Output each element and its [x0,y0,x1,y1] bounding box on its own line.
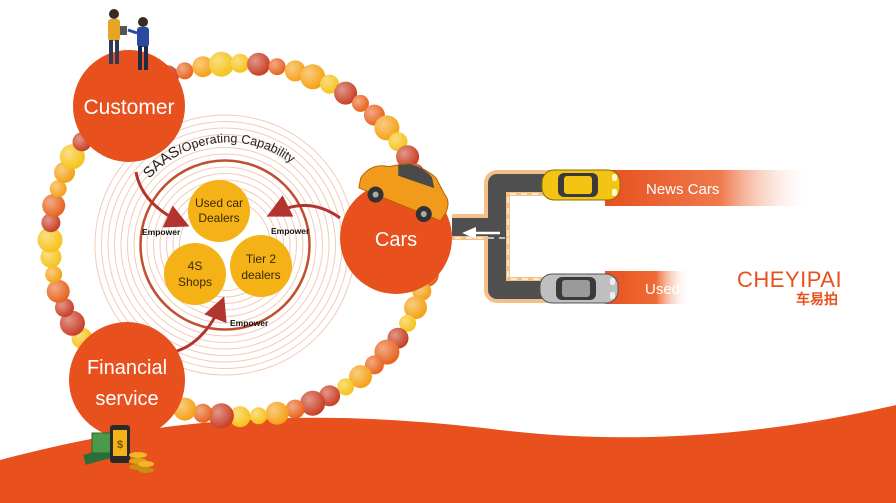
news-cars-bar [605,170,815,206]
node-4s-shops: 4S Shops [164,243,226,305]
used-cars-label: Used Cars [645,281,716,298]
4s-shops-line2: Shops [178,275,212,289]
tier2-dealers-line1: Tier 2 [246,252,277,266]
financial-service-line1: Financial [87,357,167,379]
ring-bead-highlight [250,407,268,425]
empower-label-right: Empower [271,226,310,236]
ring-bead-highlight [208,403,234,429]
ring-bead-highlight [247,52,271,76]
4s-shops-line1: 4S [188,259,203,273]
ring-bead-highlight [230,53,250,73]
empower-arrow-bottom [172,296,227,354]
ring-bead-highlight [396,145,420,169]
ring-bead-highlight [337,378,355,396]
cars-label: Cars [375,229,417,251]
ring-bead-highlight [55,298,74,318]
ring-bead-highlight [46,279,70,303]
ring-bead-highlight [349,365,372,389]
financial-service-line2: service [95,388,158,410]
ring-bead-highlight [42,194,66,217]
ring-bead-highlight [300,64,326,90]
ring-bead-highlight [41,213,61,233]
ring-bead-highlight [192,56,214,78]
used-car-dealers-line2: Dealers [198,211,239,225]
ring-bead-highlight [399,314,417,332]
dollar-glyph: $ [117,439,123,451]
yellow-car-icon [541,169,621,201]
ring-bead-highlight [40,246,62,268]
ring-bead-highlight [49,180,67,198]
ring-bead-highlight [404,296,427,320]
node-customer: Customer [73,50,185,162]
news-cars-label: News Cars [646,181,719,198]
node-tier2-dealers: Tier 2 dealers [230,235,292,297]
bottom-wave [0,405,896,503]
ring-bead-highlight [265,401,289,425]
ring-bead-highlight [352,94,369,112]
customer-label: Customer [83,96,174,119]
grey-car-icon [539,273,619,304]
ring-bead-highlight [285,399,305,419]
ring-bead-highlight [229,406,251,428]
brand-chinese: 车易拍 [796,291,838,308]
ring-bead-highlight [45,266,63,283]
used-cars-bar [605,271,690,304]
tier2-dealers-line2: dealers [241,268,280,282]
ring-bead-highlight [300,390,326,416]
empower-arrow-left [134,171,190,228]
empower-label-bottom: Empower [230,318,269,328]
ring-bead-highlight [334,81,358,105]
empower-label-left: Empower [142,227,181,237]
ring-bead-highlight [268,58,286,76]
concentric-ring [127,147,323,343]
concentric-ring [120,140,330,350]
ring-bead-highlight [208,51,234,77]
ring-bead-highlight [176,62,194,80]
brand-name: CHEYIPAI [737,267,842,292]
node-financial-service: Financial service [69,322,185,438]
ring-bead-highlight [37,227,63,253]
empower-arrow-right [266,195,341,220]
concentric-ring [139,159,311,331]
concentric-ring [114,134,336,356]
people-icon [108,9,149,70]
ring-bead-highlight [320,74,340,94]
used-car-dealers-line1: Used car [195,196,243,210]
ring-bead-highlight [193,403,213,423]
money-icon: $ [83,425,154,473]
concentric-ring [133,153,317,337]
orange-car-icon [358,162,449,223]
ring-bead-highlight [59,310,85,336]
node-used-car-dealers: Used car Dealers [188,180,250,242]
